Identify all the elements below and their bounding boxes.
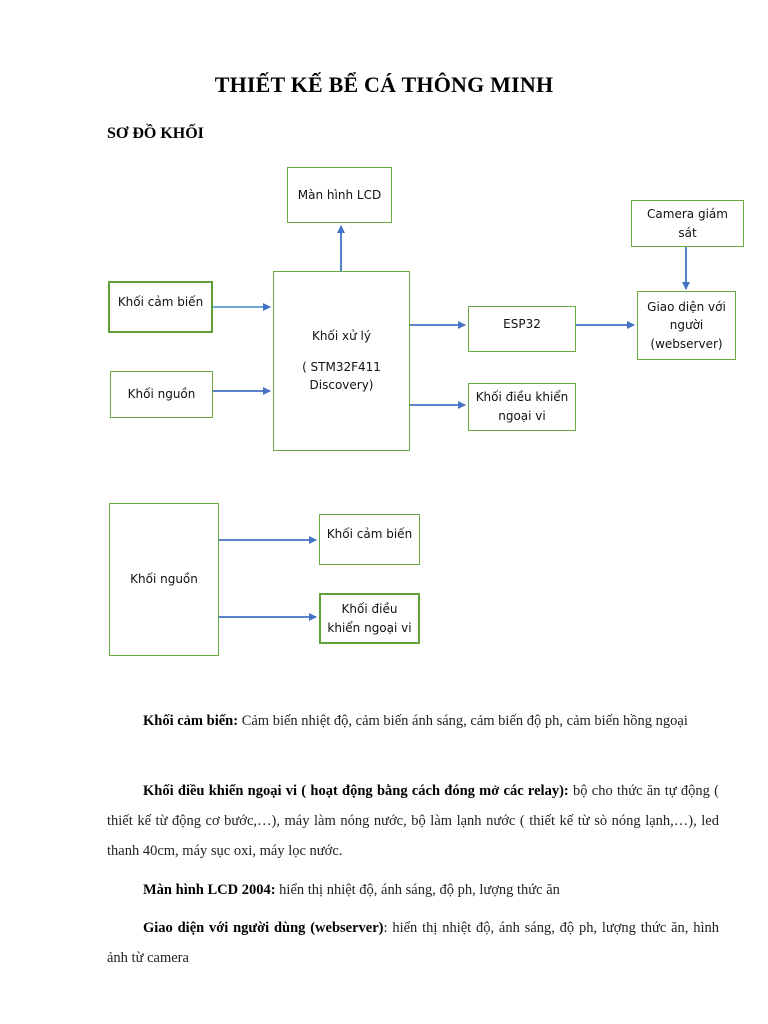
- description-lcd-text: hiển thị nhiệt độ, ánh sáng, độ ph, lượn…: [275, 882, 560, 898]
- section-heading: SƠ ĐỒ KHỐI: [107, 125, 204, 142]
- block-diagram-arrows: [213, 225, 690, 621]
- block-sensor: Khối cảm biến: [108, 281, 213, 333]
- block-web-ui: Giao diện với người (webserver): [637, 291, 736, 360]
- description-web-ui-text: : hiển thị nhiệt độ, ánh sáng, độ ph, lư…: [107, 920, 719, 966]
- description-peripheral: Khối điều khiển ngoại vi ( hoạt động bằn…: [107, 776, 719, 866]
- page-title: THIẾT KẾ BỂ CÁ THÔNG MINH: [214, 72, 554, 97]
- description-peripheral-text: bộ cho thức ăn tự động ( thiết kế từ độn…: [107, 783, 719, 859]
- description-lcd: Màn hình LCD 2004: hiển thị nhiệt độ, án…: [107, 875, 719, 905]
- block-processor-mcu-label: ( STM32F411 Discovery): [302, 359, 381, 393]
- block-camera: Camera giám sát: [631, 200, 744, 247]
- block-peripheral-label: Khối điều khiển ngoại vi: [475, 390, 569, 423]
- description-sensor-text: Cảm biến nhiệt độ, cảm biến ánh sáng, cả…: [238, 713, 688, 729]
- description-sensor-label: Khối cảm biến:: [143, 713, 239, 729]
- description-lcd-label: Màn hình LCD 2004:: [143, 882, 276, 898]
- block-esp32: ESP32: [468, 306, 576, 352]
- block-esp32-label: ESP32: [503, 316, 541, 331]
- block-lcd-label: Màn hình LCD: [297, 187, 382, 202]
- block2-sensor-label: Khối cảm biến: [326, 527, 413, 542]
- block2-power-label: Khối nguồn: [130, 572, 198, 587]
- description-sensor: Khối cảm biến: Cảm biến nhiệt độ, cảm bi…: [107, 706, 719, 736]
- block2-peripheral: Khối điều khiển ngoại vi: [319, 593, 420, 644]
- block-power-label: Khối nguồn: [127, 387, 196, 402]
- block-sensor-label: Khối cảm biến: [117, 294, 204, 309]
- block-web-ui-label: Giao diện với người (webserver): [647, 299, 726, 351]
- block2-peripheral-label: Khối điều khiển ngoại vi: [327, 601, 412, 635]
- block-camera-label: Camera giám sát: [647, 206, 728, 240]
- block-peripheral: Khối điều khiển ngoại vi: [468, 383, 576, 431]
- description-peripheral-label: Khối điều khiển ngoại vi ( hoạt động bằn…: [143, 783, 569, 799]
- description-web-ui-label: Giao diện với người dùng (webserver): [143, 920, 384, 936]
- block-power: Khối nguồn: [110, 371, 213, 418]
- block2-sensor: Khối cảm biến: [319, 514, 420, 565]
- block-processor-label: Khối xử lý: [312, 329, 371, 344]
- description-web-ui: Giao diện với người dùng (webserver): hi…: [107, 913, 719, 973]
- block-processor: Khối xử lý ( STM32F411 Discovery): [273, 271, 410, 451]
- block-lcd: Màn hình LCD: [287, 167, 392, 223]
- block2-power: Khối nguồn: [109, 503, 219, 656]
